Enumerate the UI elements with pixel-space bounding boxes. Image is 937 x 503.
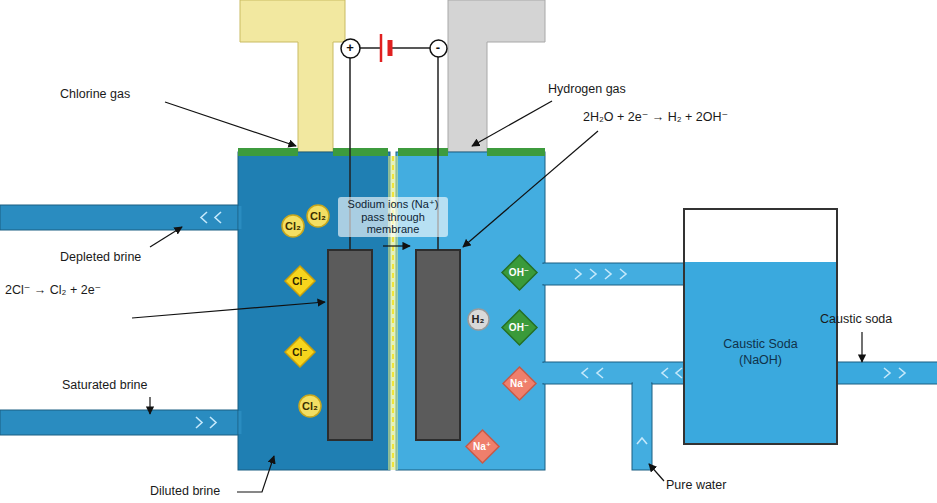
gas-label: Hydrogen gas <box>548 82 626 96</box>
chevron <box>201 212 207 223</box>
pipe-joint <box>239 411 242 434</box>
chevron <box>210 417 216 428</box>
terminal-symbol: - <box>429 39 448 58</box>
seal <box>238 148 298 156</box>
chevron <box>620 269 626 279</box>
battery-plate <box>388 40 393 56</box>
leader-line <box>861 332 862 362</box>
seal <box>398 148 448 156</box>
diamond-shape <box>285 266 315 296</box>
diamond-shape <box>502 310 537 345</box>
circle-shape <box>341 39 360 58</box>
caustic-soda-tank: Caustic Soda (NaOH) <box>683 208 838 445</box>
node-text: Cl⁻ <box>292 347 307 358</box>
chevron <box>215 212 221 223</box>
circle-shape <box>299 395 321 417</box>
hydrogen-pipe <box>448 0 545 152</box>
node-text: H₂ <box>472 313 485 325</box>
depleted-brine-pipe <box>0 205 240 230</box>
node-text: OH⁻ <box>509 322 529 333</box>
chevron <box>662 368 668 378</box>
chlorine-molecule: Cl₂ <box>298 394 322 418</box>
chloride-ion: Cl⁻ <box>284 265 316 297</box>
cathode <box>416 250 460 440</box>
chevron <box>884 368 890 378</box>
circle-shape <box>282 215 304 237</box>
pipe-joint <box>541 264 547 284</box>
water-pipe <box>632 383 652 470</box>
membrane-note: Sodium ions (Na⁺) pass through membrane <box>338 197 448 237</box>
chloride-ion: Cl⁻ <box>284 336 316 368</box>
chevron <box>196 417 202 428</box>
circle-shape <box>430 40 447 57</box>
leader-line <box>149 397 150 414</box>
chlorine-molecule: Cl₂ <box>281 214 305 238</box>
circle-shape <box>307 205 329 227</box>
node-text: Cl⁻ <box>292 276 307 287</box>
node-text: Cl₂ <box>310 210 326 222</box>
leader-line <box>132 302 325 318</box>
node-text: OH⁻ <box>509 267 529 278</box>
reaction-equation: 2Cl⁻ → Cl₂ + 2e⁻ <box>5 283 101 297</box>
chevron <box>597 368 603 378</box>
leader-line <box>237 456 274 492</box>
pipe-joint <box>541 363 547 383</box>
pipe-joint <box>239 206 242 229</box>
flow-label: Caustic soda <box>820 312 892 326</box>
flow-label: Depleted brine <box>60 250 141 264</box>
node-text: Na⁺ <box>510 378 528 389</box>
battery-plate <box>380 34 383 62</box>
leader-line <box>463 131 598 247</box>
node-text: Cl₂ <box>302 400 318 412</box>
gas-label: Chlorine gas <box>60 87 130 101</box>
hydroxide-ion: OH⁻ <box>501 309 538 346</box>
chlorine-molecule: Cl₂ <box>306 204 330 228</box>
diamond-shape <box>503 367 536 400</box>
node-text: - <box>436 41 440 55</box>
chevron <box>676 368 682 378</box>
node-text: + <box>346 41 354 55</box>
node-text: Cl₂ <box>285 220 301 232</box>
seal <box>333 148 388 156</box>
anode <box>328 250 372 440</box>
hydrogen-molecule: H₂ <box>467 308 490 331</box>
diamond-shape <box>502 255 537 290</box>
product-pipe <box>543 263 685 285</box>
terminal-symbol: + <box>340 38 361 59</box>
saturated-brine-pipe <box>0 410 240 435</box>
chevron <box>605 269 611 279</box>
hydroxide-ion: OH⁻ <box>501 254 538 291</box>
pipe-joint <box>633 380 651 386</box>
seal <box>487 148 545 156</box>
return-pipe <box>543 362 685 384</box>
leader-lines <box>132 101 862 492</box>
chevron <box>575 269 581 279</box>
chevron <box>637 438 647 444</box>
chevron <box>582 368 588 378</box>
circle-shape <box>468 309 489 330</box>
chlorine-pipe <box>240 0 345 152</box>
chevron <box>899 368 905 378</box>
outlet-pipe <box>836 362 937 384</box>
leader-line <box>649 464 664 481</box>
flow-label: Diluted brine <box>150 484 220 498</box>
sodium-ion: Na⁺ <box>502 366 537 401</box>
diamond-shape <box>466 430 499 463</box>
leader-line <box>383 245 410 246</box>
flow-label: Pure water <box>666 478 726 492</box>
leader-line <box>472 101 552 146</box>
reaction-equation: 2H₂O + 2e⁻ → H₂ + 2OH⁻ <box>583 110 728 124</box>
diamond-shape <box>285 337 315 367</box>
sodium-ion: Na⁺ <box>465 429 500 464</box>
leader-line <box>150 227 182 247</box>
leader-line <box>165 102 296 146</box>
node-text: Caustic Soda (NaOH) <box>711 337 811 368</box>
chevron <box>590 269 596 279</box>
node-text: Na⁺ <box>473 441 491 452</box>
flow-label: Saturated brine <box>62 378 147 392</box>
